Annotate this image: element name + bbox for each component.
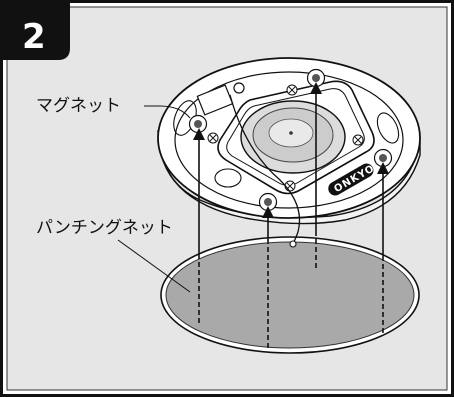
mount-screw [352,134,364,146]
safety-wire-clip [289,240,297,248]
speaker-flange-side [157,129,421,225]
alignment-arrow [310,82,322,268]
magnet-callout-label: マグネット [36,96,121,116]
driver-center-dot [289,131,293,135]
magnet [188,114,208,134]
magnet [373,148,393,168]
punching-net-leader-line [117,239,191,293]
mount-screw [286,84,298,96]
punching-net-callout-label: パンチングネット [36,218,173,238]
flange-cutout-bottom-left [214,168,242,188]
alignment-arrow [377,162,389,333]
speaker-unit: ONKYO [157,57,421,248]
punching-net-mesh [165,241,415,349]
safety-wire [229,94,301,245]
terminal-jack [233,82,245,94]
step-number: 2 [22,17,46,57]
mount-screw [284,180,296,192]
flange-cutout-right [376,112,400,144]
step-badge [1,1,70,60]
magnet [258,192,278,212]
alignment-arrow [193,128,205,323]
alignment-arrow [262,206,274,348]
mount-screw [207,132,219,144]
magnet-leader-line [144,105,191,119]
punching-net [160,236,420,354]
speaker-flange-inner [174,71,404,209]
terminal-block [196,84,234,116]
